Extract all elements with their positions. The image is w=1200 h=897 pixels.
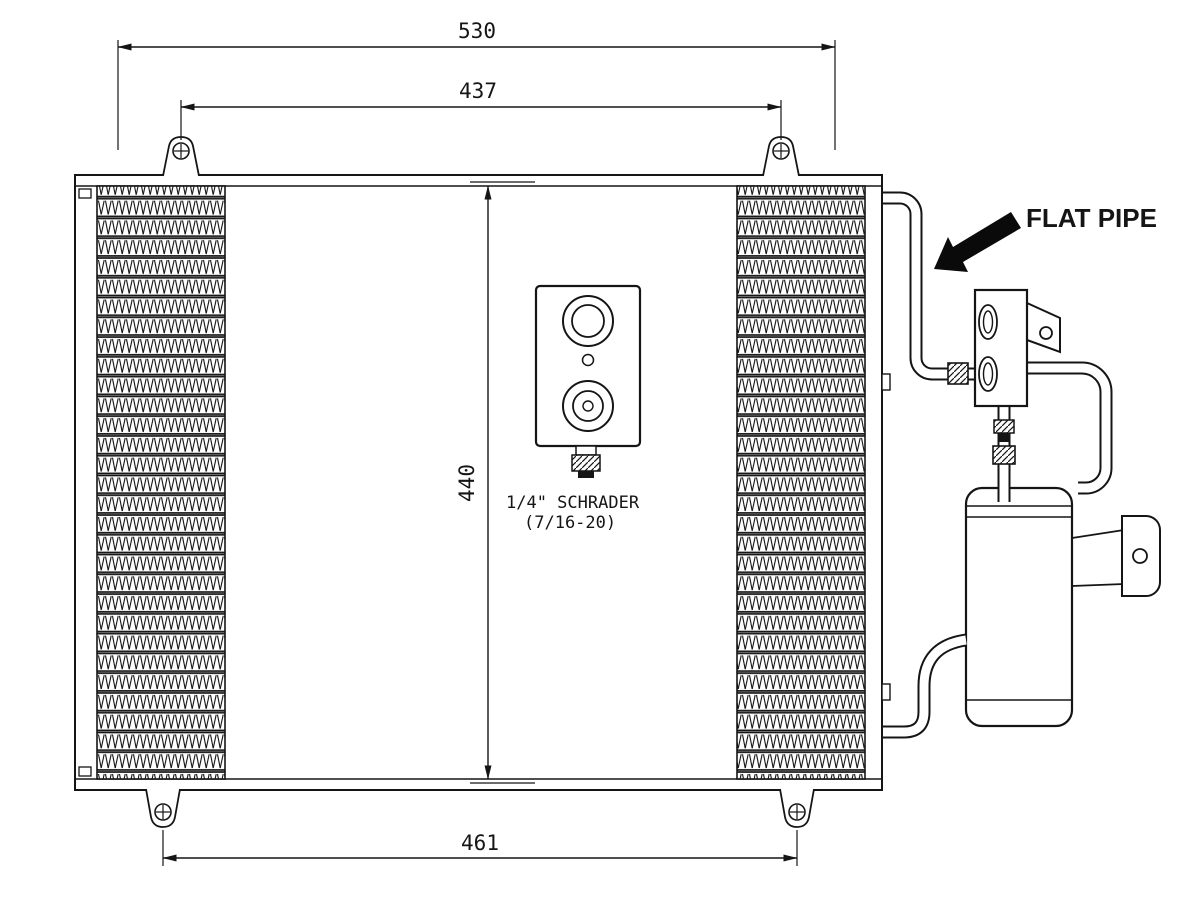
fin-stack-right <box>736 185 866 780</box>
dimension-437: 437 <box>180 79 782 140</box>
dimension-440: 440 <box>455 181 535 784</box>
service-valve-block <box>534 284 642 478</box>
dim-440-value: 440 <box>455 464 479 502</box>
receiver-drier <box>964 486 1074 728</box>
right-edge-stub <box>881 373 891 391</box>
fitting-nut <box>947 362 969 385</box>
connector-arm-hole <box>1039 326 1053 340</box>
dim-437-value: 437 <box>459 79 497 103</box>
condenser-outline <box>74 174 883 791</box>
right-edge-stub <box>881 683 891 701</box>
schrader-label: 1/4" SCHRADER (7/16-20) <box>506 493 640 533</box>
port-top <box>978 304 998 340</box>
mounting-bracket-right <box>1071 515 1161 597</box>
schrader-thread <box>571 454 601 472</box>
connector-block <box>973 288 1061 442</box>
dimension-530: 530 <box>117 19 836 150</box>
loop-pipe <box>1027 361 1113 495</box>
valve-cap <box>998 433 1010 442</box>
mounting-tabs <box>145 136 815 828</box>
condenser-core <box>74 174 891 791</box>
flat-pipe <box>882 191 976 381</box>
mounting-tab-bottom-left <box>145 788 181 828</box>
schrader-label-line1: 1/4" SCHRADER <box>506 493 640 513</box>
mounting-tab-top-left <box>162 136 200 177</box>
schrader-cap <box>578 471 594 478</box>
port-bottom <box>978 356 998 392</box>
dim-530-value: 530 <box>458 19 496 43</box>
dimension-461: 461 <box>162 830 798 866</box>
valve-cap-hatch <box>993 419 1015 434</box>
fin-stack-left <box>96 185 226 780</box>
pipes <box>882 191 1113 739</box>
mounting-tab-bottom-right <box>779 788 815 828</box>
mounting-tab-top-right <box>762 136 800 177</box>
dim-461-value: 461 <box>461 831 499 855</box>
bracket-hole <box>1132 548 1148 564</box>
side-plate-notch <box>78 766 92 777</box>
schrader-stem <box>575 445 597 456</box>
side-plate-notch <box>78 188 92 199</box>
fitting-nut <box>992 445 1016 465</box>
schrader-label-line2: (7/16-20) <box>524 513 616 533</box>
flat-pipe-callout: FLAT PIPE <box>934 203 1157 272</box>
flat-pipe-label: FLAT PIPE <box>1026 203 1157 233</box>
flat-pipe-arrow <box>934 212 1021 272</box>
pipe-fittings <box>947 362 1016 465</box>
receiver-drier-body <box>964 486 1074 728</box>
